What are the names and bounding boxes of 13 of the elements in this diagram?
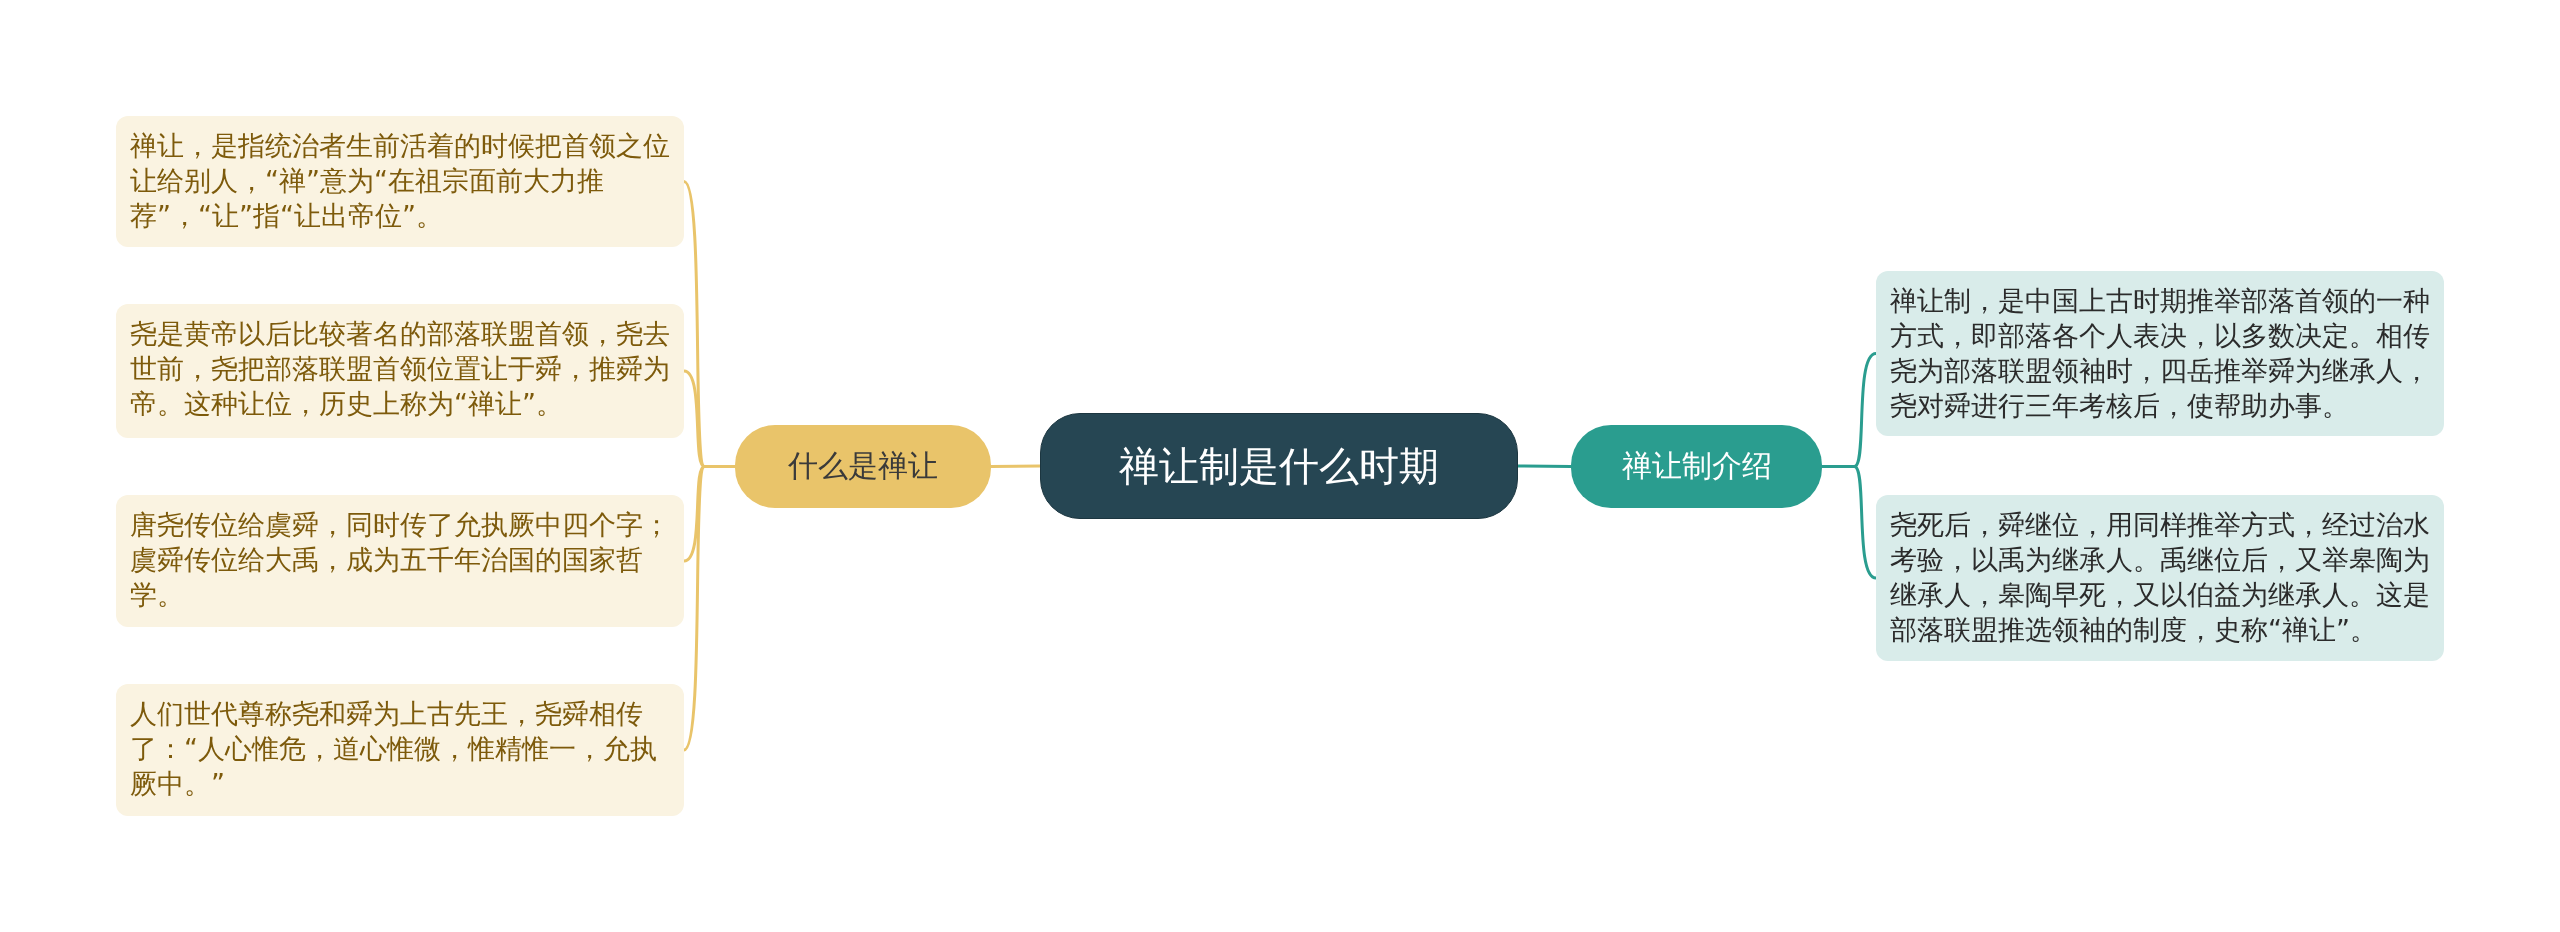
note-card: 禅让，是指统治者生前活着的时候把首领之位让给别人，“禅”意为“在祖宗面前大力推荐”，“让”指“让出帝位”。 <box>116 116 684 247</box>
note-card: 人们世代尊称尧和舜为上古先王，尧舜相传了：“人心惟危，道心惟微，惟精惟一，允执厥中。” <box>116 684 684 816</box>
branch-topic: 什么是禅让 <box>735 425 991 508</box>
connector-line <box>991 464 1040 468</box>
note-card: 尧是黄帝以后比较著名的部落联盟首领，尧去世前，尧把部落联盟首领位置让于舜，推舜为帝。这种让位，历史上称为“禅让”。 <box>116 304 684 438</box>
connector-line <box>682 465 735 751</box>
note-card: 禅让制，是中国上古时期推举部落首领的一种方式，即部落各个人表决，以多数决定。相传尧为部落联盟领袖时，四岳推举舜为继承人，尧对舜进行三年考核后，使帮助办事。 <box>1876 271 2444 436</box>
central-topic: 禅让制是什么时期 <box>1040 413 1518 519</box>
note-card: 尧死后，舜继位，用同样推举方式，经过治水考验，以禹为继承人。禹继位后，又举皋陶为继承人，皋陶早死，又以伯益为继承人。这是部落联盟推选领袖的制度，史称“禅让”。 <box>1876 495 2444 661</box>
connector-line <box>1518 464 1571 468</box>
connector-line <box>1822 465 1877 580</box>
branch-topic: 禅让制介绍 <box>1571 425 1822 508</box>
note-card: 唐尧传位给虞舜，同时传了允执厥中四个字；虞舜传位给大禹，成为五千年治国的国家哲学。 <box>116 495 684 627</box>
